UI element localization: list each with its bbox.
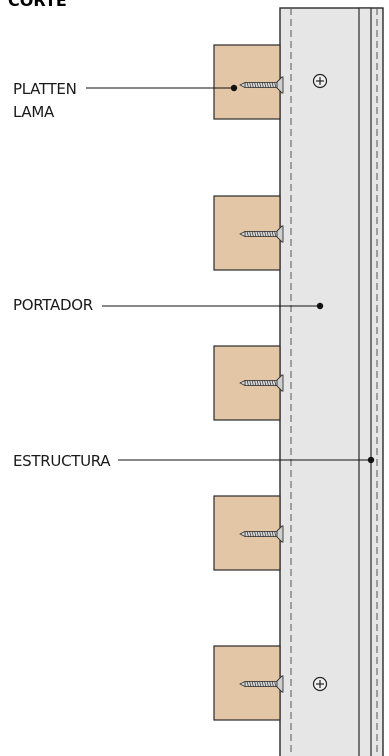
leader-dot-platten: [230, 84, 238, 92]
rivet-top: [312, 73, 328, 89]
label-platten: PLATTEN: [13, 80, 77, 98]
slat-group: [213, 44, 284, 721]
label-portador: PORTADOR: [13, 296, 93, 314]
diagram-title: CORTE: [8, 0, 67, 10]
estructura-profile: [358, 7, 372, 756]
screw-icon: [239, 525, 284, 543]
screw-icon: [239, 675, 284, 693]
leader-dot-portador: [316, 302, 324, 310]
screw-icon: [239, 225, 284, 243]
label-estructura: ESTRUCTURA: [13, 452, 111, 470]
screw-icon: [239, 76, 284, 94]
rivet-bottom: [312, 676, 328, 692]
label-lama: LAMA: [13, 103, 55, 121]
leader-dot-estructura: [367, 456, 375, 464]
screw-icon: [239, 374, 284, 392]
